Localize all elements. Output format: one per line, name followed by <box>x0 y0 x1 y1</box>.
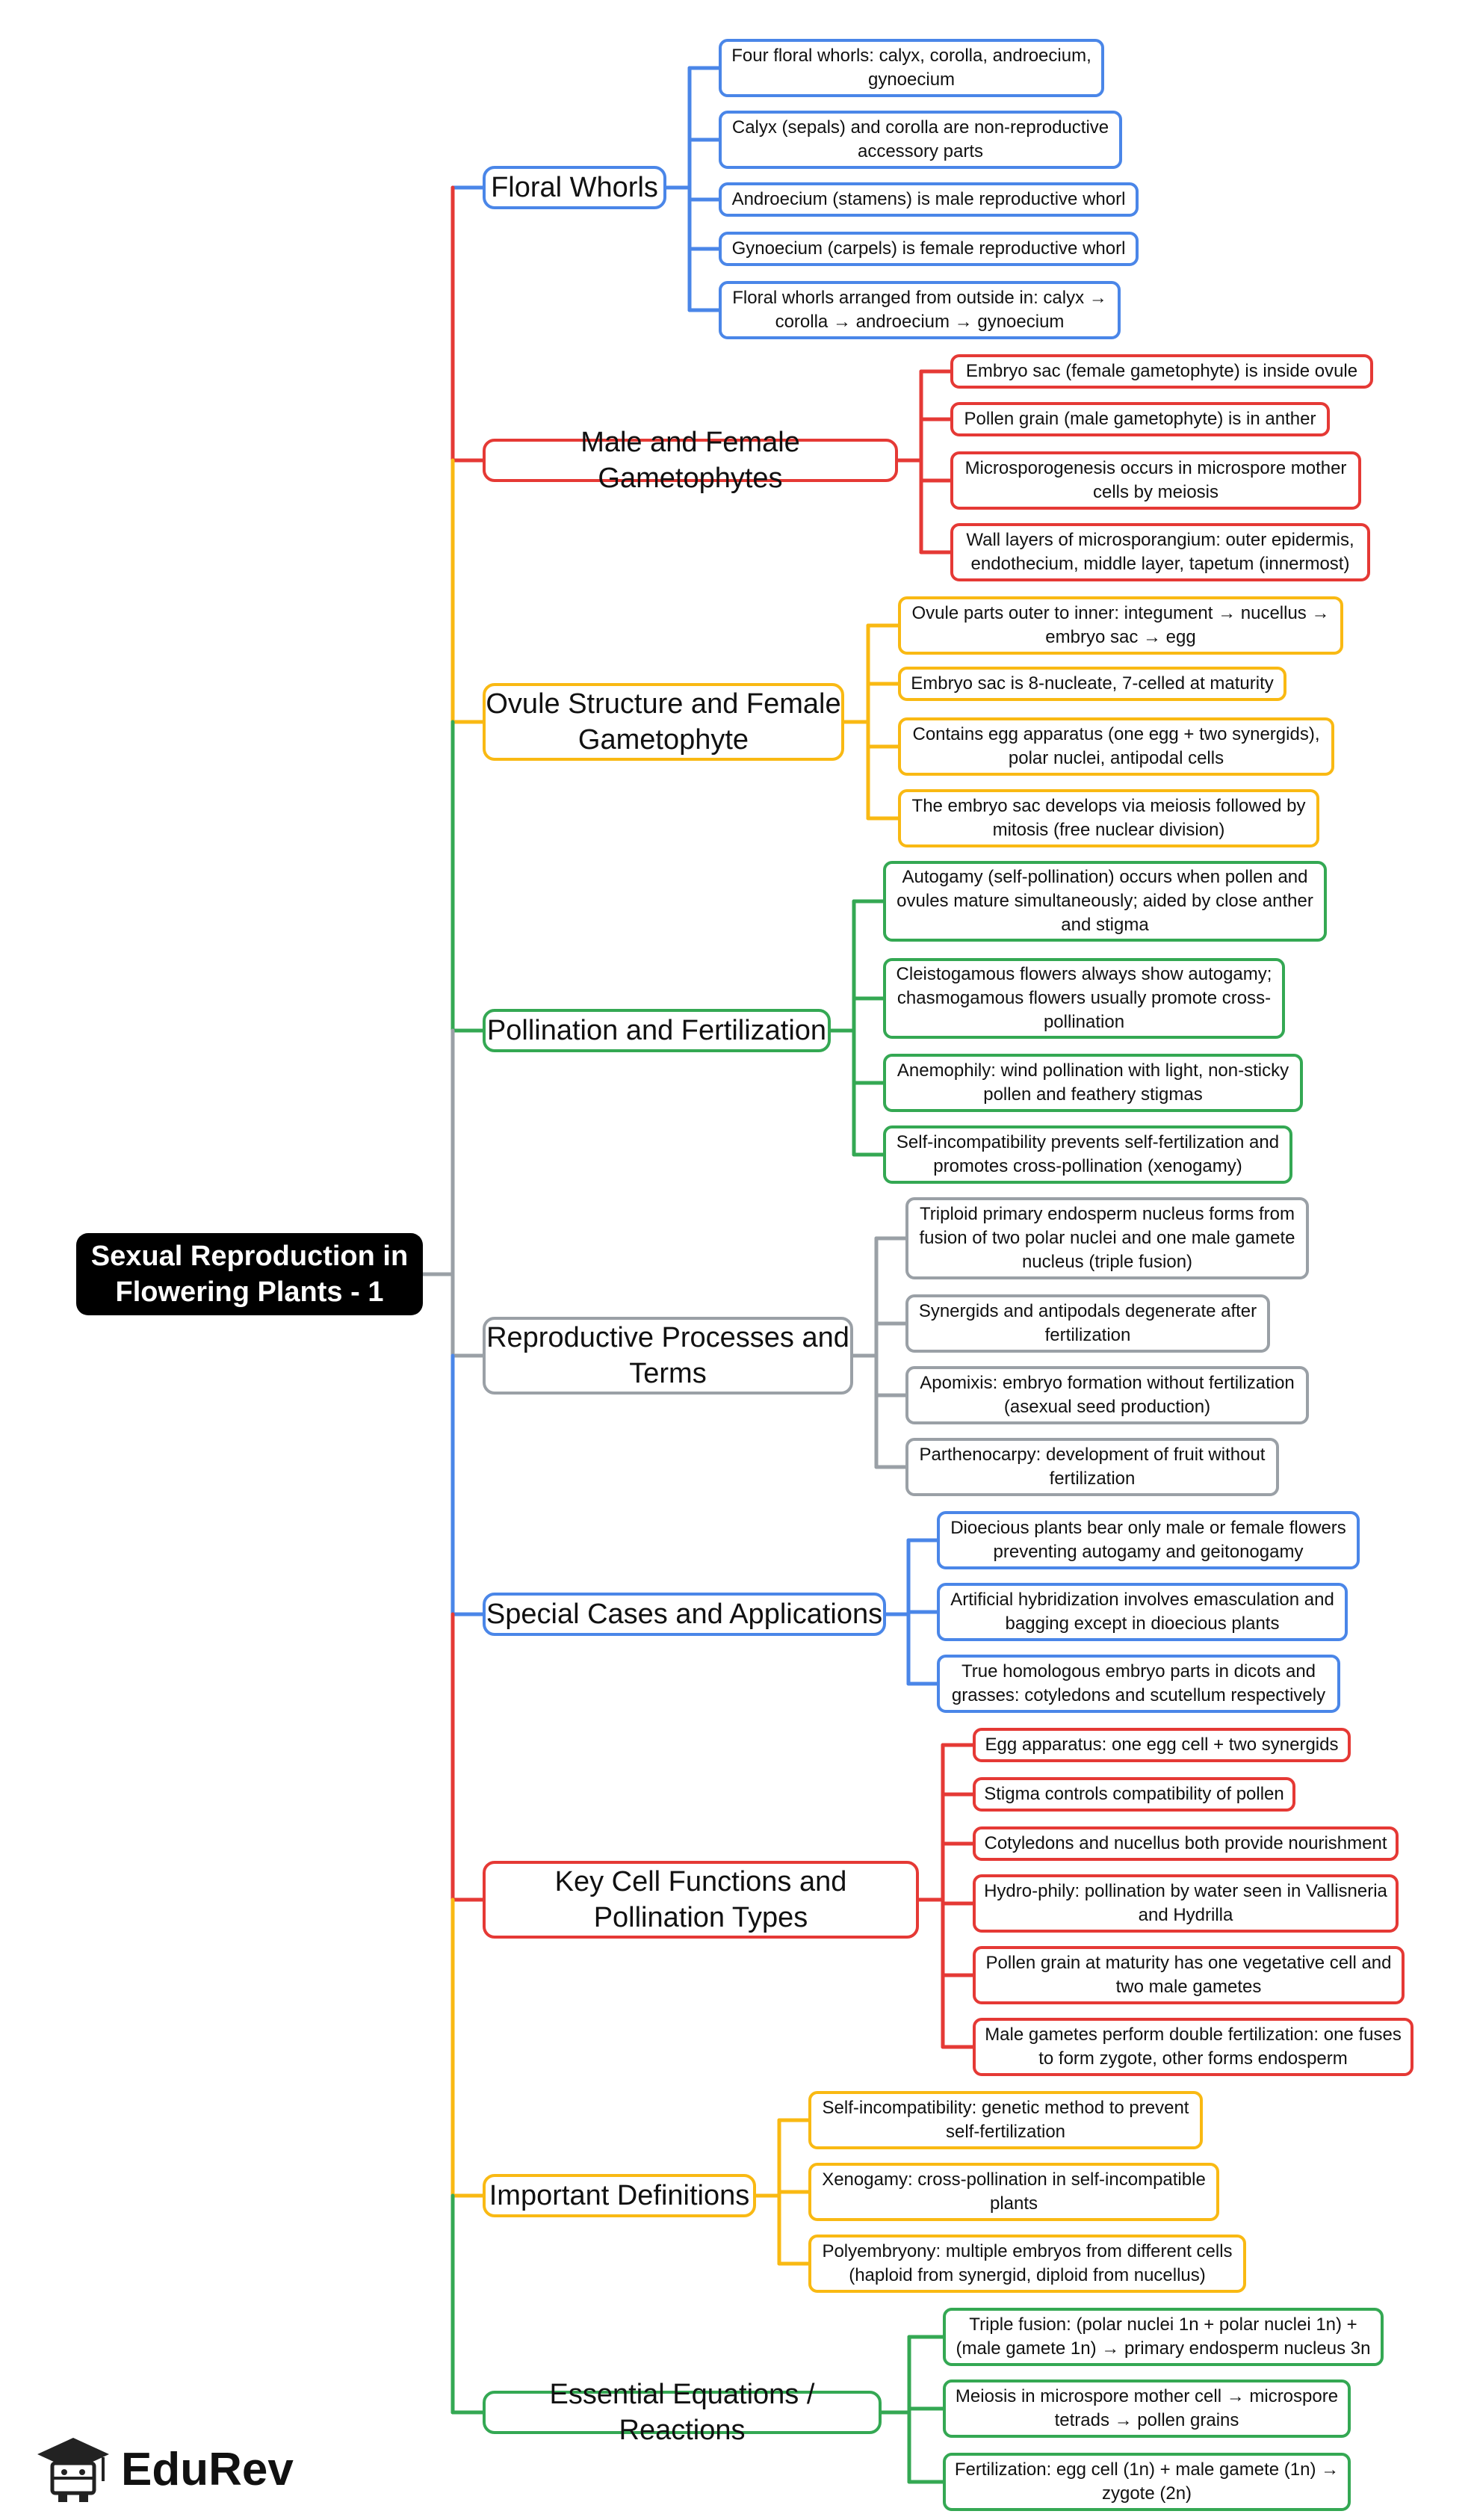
leaf-node: Ovule parts outer to inner: integument →… <box>898 596 1343 655</box>
leaf-node: Cleistogamous flowers always show autoga… <box>883 958 1285 1039</box>
topic-reproductive-processes-and-terms: Reproductive Processes and Terms <box>483 1317 853 1395</box>
leaf-node: Pollen grain at maturity has one vegetat… <box>973 1946 1405 2004</box>
topic-essential-equations-reactions: Essential Equations / Reactions <box>483 2379 882 2446</box>
leaf-node: Triploid primary endosperm nucleus forms… <box>905 1197 1309 1279</box>
leaf-node: Cotyledons and nucellus both provide nou… <box>973 1826 1399 1861</box>
topic-floral-whorls: Floral Whorls <box>483 166 666 209</box>
leaf-node: Floral whorls arranged from outside in: … <box>719 281 1121 339</box>
leaf-node: Wall layers of microsporangium: outer ep… <box>950 523 1370 581</box>
leaf-node: Calyx (sepals) and corolla are non-repro… <box>719 111 1122 169</box>
leaf-node: Parthenocarpy: development of fruit with… <box>905 1438 1279 1496</box>
topic-special-cases-and-applications: Special Cases and Applications <box>483 1593 886 1636</box>
leaf-node: Xenogamy: cross-pollination in self-inco… <box>808 2163 1219 2221</box>
edurev-logo: EduRev <box>36 2435 294 2504</box>
graduation-cap-icon <box>37 2438 109 2502</box>
leaf-node: Fertilization: egg cell (1n) + male game… <box>943 2453 1351 2511</box>
leaf-node: Embryo sac is 8-nucleate, 7-celled at ma… <box>898 667 1286 701</box>
leaf-node: Triple fusion: (polar nuclei 1n + polar … <box>943 2308 1384 2366</box>
logo-text: EduRev <box>121 2443 294 2495</box>
topic-male-and-female-gametophytes: Male and Female Gametophytes <box>483 427 898 494</box>
leaf-node: Apomixis: embryo formation without ferti… <box>905 1366 1309 1424</box>
leaf-node: Four floral whorls: calyx, corolla, andr… <box>719 39 1104 97</box>
topic-key-cell-functions-and-pollination-types: Key Cell Functions and Pollination Types <box>483 1861 919 1939</box>
leaf-node: Stigma controls compatibility of pollen <box>973 1777 1295 1812</box>
leaf-node: The embryo sac develops via meiosis foll… <box>898 789 1319 847</box>
topic-ovule-structure-and-female-gametophyte: Ovule Structure and Female Gametophyte <box>483 683 844 761</box>
root-node: Sexual Reproduction in Flowering Plants … <box>76 1233 423 1315</box>
leaf-node: Synergids and antipodals degenerate afte… <box>905 1294 1270 1353</box>
leaf-node: Contains egg apparatus (one egg + two sy… <box>898 717 1334 776</box>
leaf-node: True homologous embryo parts in dicots a… <box>937 1655 1340 1713</box>
leaf-node: Autogamy (self-pollination) occurs when … <box>883 861 1327 942</box>
leaf-node: Self-incompatibility: genetic method to … <box>808 2091 1203 2149</box>
leaf-node: Dioecious plants bear only male or femal… <box>937 1511 1360 1569</box>
leaf-node: Artificial hybridization involves emascu… <box>937 1583 1348 1641</box>
leaf-node: Self-incompatibility prevents self-ferti… <box>883 1125 1292 1184</box>
leaf-node: Hydro-phily: pollination by water seen i… <box>973 1874 1399 1933</box>
leaf-node: Male gametes perform double fertilizatio… <box>973 2018 1413 2076</box>
leaf-node: Meiosis in microspore mother cell → micr… <box>943 2380 1351 2438</box>
leaf-node: Pollen grain (male gametophyte) is in an… <box>950 402 1330 436</box>
leaf-node: Anemophily: wind pollination with light,… <box>883 1054 1303 1112</box>
leaf-node: Microsporogenesis occurs in microspore m… <box>950 451 1361 510</box>
leaf-node: Polyembryony: multiple embryos from diff… <box>808 2235 1246 2293</box>
topic-important-definitions: Important Definitions <box>483 2174 756 2217</box>
leaf-node: Androecium (stamens) is male reproductiv… <box>719 182 1139 217</box>
leaf-node: Embryo sac (female gametophyte) is insid… <box>950 354 1373 389</box>
topic-pollination-and-fertilization: Pollination and Fertilization <box>483 1009 831 1052</box>
leaf-node: Egg apparatus: one egg cell + two synerg… <box>973 1728 1351 1762</box>
leaf-node: Gynoecium (carpels) is female reproducti… <box>719 232 1139 266</box>
